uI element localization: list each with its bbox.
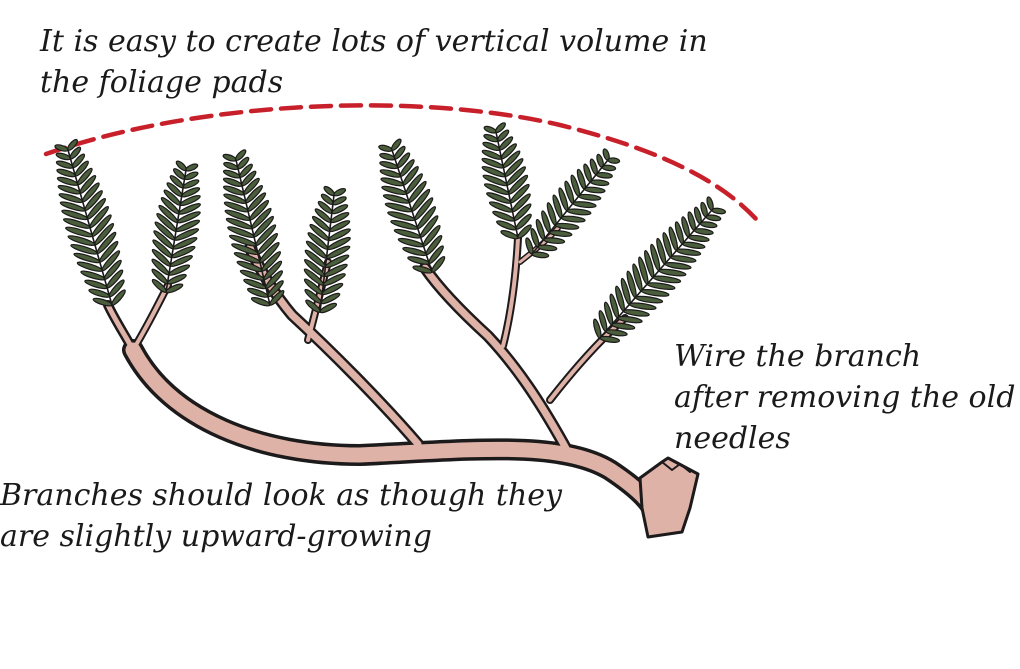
caption-upward-growing-line-1: Branches should look as though they <box>0 478 562 513</box>
caption-wire-branch-line-2: after removing the old <box>674 380 1016 415</box>
caption-wire-branch-line-1: Wire the branch <box>674 339 922 374</box>
caption-upward-growing-line-2: are slightly upward-growing <box>0 519 432 554</box>
foliage-pad <box>525 148 621 259</box>
caption-wire-branch: Wire the branch after removing the old n… <box>674 336 1015 459</box>
foliage-pad <box>303 185 351 314</box>
caption-upward-growing: Branches should look as though they are … <box>0 475 562 557</box>
foliage-pads <box>54 122 727 343</box>
caption-vertical-volume-line-2: the foliage pads <box>40 65 284 100</box>
foliage-pad <box>54 138 126 307</box>
canopy-dashed-guide <box>43 103 760 223</box>
foliage-pad <box>378 138 446 274</box>
foliage-pad <box>222 149 285 307</box>
foliage-pad <box>481 122 532 240</box>
branch-stump <box>638 456 700 539</box>
caption-vertical-volume: It is easy to create lots of vertical vo… <box>40 21 708 103</box>
foliage-pad <box>593 196 727 343</box>
branch-wood <box>103 225 700 539</box>
caption-wire-branch-line-3: needles <box>674 421 791 456</box>
foliage-pad <box>151 160 201 294</box>
caption-vertical-volume-line-1: It is easy to create lots of vertical vo… <box>40 24 708 59</box>
